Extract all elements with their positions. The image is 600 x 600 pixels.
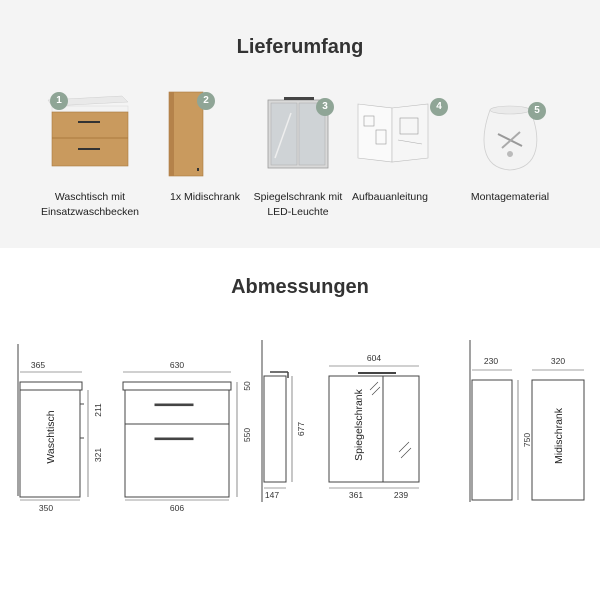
- midischrank-name: Midischrank: [553, 407, 565, 464]
- dim-midi-depth: 230: [484, 356, 498, 366]
- item-vanity: 1 Waschtisch mit Einsatzwaschbecken: [30, 88, 150, 228]
- hardware-bag-icon: [483, 105, 538, 171]
- item-label: Montagematerial: [470, 191, 550, 203]
- dim-waschtisch-top-depth: 365: [31, 360, 45, 370]
- item-label: 1x Midischrank: [169, 191, 241, 203]
- dim-midi-width: 320: [551, 356, 565, 366]
- item-number-badge: 2: [197, 92, 215, 110]
- item-number-badge: 1: [50, 92, 68, 110]
- dim-spiegel-left-width: 361: [349, 490, 363, 500]
- vanity-unit-icon: [47, 95, 129, 167]
- dim-midi-height: 750: [522, 433, 532, 447]
- dim-spiegel-right-width: 239: [394, 490, 408, 500]
- dim-waschtisch-lower-drawer: 321: [93, 448, 103, 462]
- dim-waschtisch-upper-drawer: 211: [93, 403, 103, 417]
- item-hardware: 5 Montagematerial: [450, 88, 570, 228]
- dim-front-body-height: 550: [242, 428, 252, 442]
- item-mirror-cabinet: 3 Spiegelschrank mit LED-Leuchte: [238, 88, 358, 228]
- item-instructions: 4 Aufbauanleitung: [330, 88, 450, 228]
- item-label: Aufbauanleitung: [352, 191, 428, 203]
- spiegelschrank-name: Spiegelschrank: [353, 388, 365, 461]
- item-number-badge: 3: [316, 98, 334, 116]
- dim-spiegel-width: 604: [367, 353, 381, 363]
- dim-spiegel-height: 677: [296, 422, 306, 436]
- dim-front-bottom-width: 606: [170, 503, 184, 513]
- dim-front-basin-height: 50: [242, 381, 252, 391]
- dimension-drawing-canvas: 365 350 211 321 630 606 50 550 677 147 6…: [17, 340, 585, 513]
- item-number-badge: 4: [430, 98, 448, 116]
- dimensions-title: Abmessungen: [231, 276, 369, 298]
- midi-cabinet-icon: [168, 91, 204, 177]
- instructions-booklet-icon: [357, 103, 429, 163]
- delivery-scope-title: Lieferumfang: [236, 36, 364, 58]
- dim-spiegel-depth: 147: [265, 490, 279, 500]
- dim-waschtisch-bottom-depth: 350: [39, 503, 53, 513]
- waschtisch-name: Waschtisch: [45, 410, 57, 463]
- dimensions-drawings: 365 350 211 321 630 606 50 550 677 147 6…: [0, 320, 600, 520]
- item-label: Spiegelschrank mit LED-Leuchte: [253, 191, 343, 218]
- item-number-badge: 5: [528, 102, 546, 120]
- dim-front-top-width: 630: [170, 360, 184, 370]
- item-midi-cabinet: 2 1x Midischrank: [145, 88, 265, 228]
- item-label: Waschtisch mit Einsatzwaschbecken: [40, 191, 140, 218]
